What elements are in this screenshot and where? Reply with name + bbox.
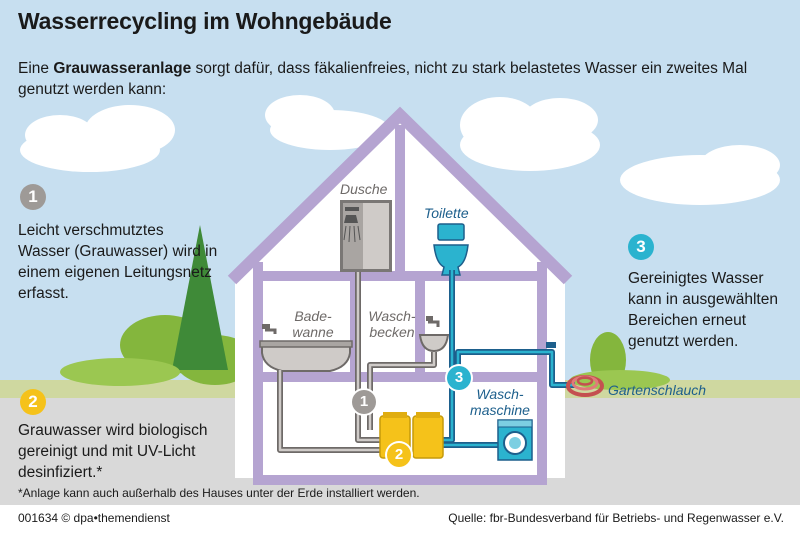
step-3-text: Gereinigtes Wasser kann in ausgewählten … <box>628 270 778 350</box>
bathtub-label-line2: wanne <box>292 324 334 340</box>
house-walls <box>253 125 547 485</box>
washing-machine <box>497 419 533 461</box>
outdoor-tap <box>546 342 556 348</box>
toilet <box>433 223 469 276</box>
bathtub-label-line1: Bade- <box>294 308 332 324</box>
diagram-badge-2: 2 <box>387 443 411 467</box>
sink-label-line1: Wasch- <box>368 308 416 324</box>
footnote: *Anlage kann auch außerhalb des Hauses u… <box>18 486 420 500</box>
washing-machine-label: Wasch- maschine <box>460 386 540 418</box>
bathtub <box>259 324 353 372</box>
step-2-text: Grauwasser wird biologisch gereinigt und… <box>18 422 208 481</box>
step-3-badge: 3 <box>628 234 654 260</box>
intro-prefix: Eine <box>18 60 54 77</box>
step-1-text: Leicht verschmutztes Wasser (Grauwasser)… <box>18 222 218 302</box>
step-2-badge: 2 <box>20 389 46 415</box>
sink-label: Wasch- becken <box>362 308 422 340</box>
graphic-code: 001634 © dpa•themendienst <box>18 511 170 525</box>
footer-bar <box>0 505 800 533</box>
tree <box>172 225 228 370</box>
hedge-left <box>60 358 180 386</box>
intro-suffix: sorgt dafür, dass fäkalienfreies, nicht … <box>18 60 748 98</box>
intro-bold: Grauwasseranlage <box>53 60 192 77</box>
garden-hose <box>566 375 604 397</box>
step-1-badge: 1 <box>20 184 46 210</box>
diagram-badge-1: 1 <box>352 390 376 414</box>
wash-basin <box>418 316 450 353</box>
garden-hose-label: Gartenschlauch <box>608 382 707 398</box>
intro-text: Eine Grauwasseranlage sorgt dafür, dass … <box>18 58 778 100</box>
sink-label-line2: becken <box>369 324 415 340</box>
house-body <box>235 118 565 478</box>
page-title: Wasserrecycling im Wohngebäude <box>18 8 392 34</box>
source-credit: Quelle: fbr-Bundesverband für Betriebs- … <box>448 511 784 525</box>
clouds <box>20 95 780 205</box>
diagram-badge-3: 3 <box>447 366 471 390</box>
shower-label: Dusche <box>340 181 388 197</box>
toilet-label: Toilette <box>424 205 469 221</box>
washing-machine-label-line1: Wasch- <box>476 386 524 402</box>
bathtub-label: Bade- wanne <box>283 308 343 340</box>
roof <box>227 106 573 285</box>
washing-machine-label-line2: maschine <box>470 402 530 418</box>
shower <box>340 200 392 272</box>
